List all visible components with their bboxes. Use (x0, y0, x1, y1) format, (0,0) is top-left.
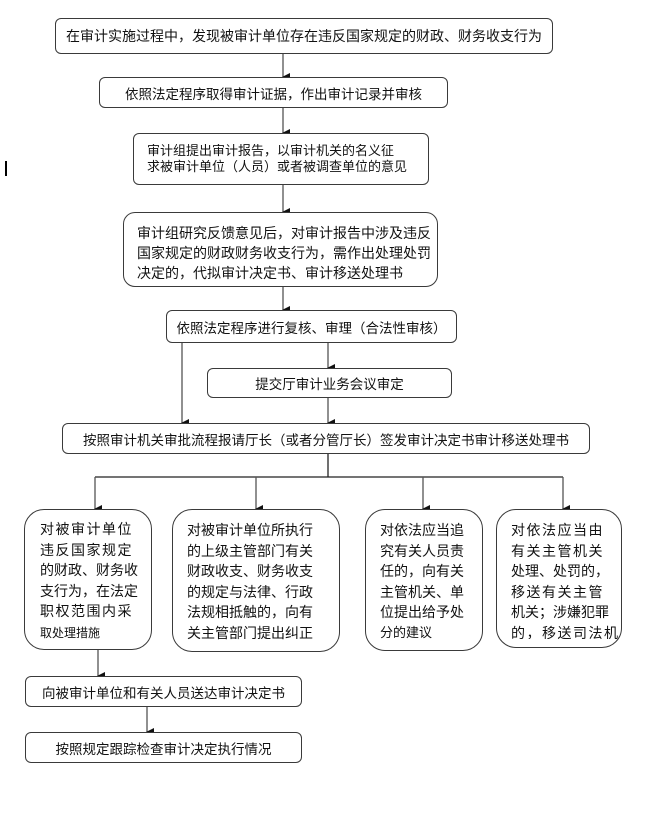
branch-text-line: 取处理措施 (40, 625, 101, 640)
step-text: 提交厅审计业务会议审定 (255, 377, 404, 393)
step-feedback-draft: 审计组研究反馈意见后，对审计报告中涉及违反 国家规定的财政财务收支行为，需作出处… (123, 212, 438, 287)
branch-text-line: 任的，向有关 (380, 564, 464, 580)
step-deliver-decision: 向被审计单位和有关人员送达审计决定书 (25, 676, 302, 707)
step-text-line: 审计组提出审计报告，以审计机关的名义征 (147, 144, 395, 159)
step-text-line: 国家规定的财政财务收支行为，需作出处理处罚 (137, 246, 431, 262)
branch-text-line: 机关；涉嫌犯罪 (511, 605, 609, 621)
step-text: 依照法定程序取得审计证据，作出审计记录并审核 (125, 86, 422, 103)
branch-text-line: 违反国家规定 (40, 542, 133, 559)
text-cursor-icon (5, 161, 7, 176)
step-text: 按照审计机关审批流程报请厅长（或者分管厅长）签发审计决定书审计移送处理书 (83, 432, 569, 449)
branch-text-line: 法规相抵触的，向有 (187, 605, 313, 621)
step-discover-violation: 在审计实施过程中，发现被审计单位存在违反国家规定的财政、财务收支行为 (55, 18, 553, 54)
branch-text-line: 的，移送司法机 (511, 625, 620, 640)
branch-text-line: 的上级主管部门有关 (187, 543, 313, 560)
branch-text-line: 职权范围内采 (40, 604, 133, 620)
step-audit-report: 审计组提出审计报告，以审计机关的名义征 求被审计单位（人员）或者被调查单位的意见 (133, 133, 429, 185)
branch-text-line: 的财政、财务收 (40, 563, 138, 579)
branch-text-line: 关主管部门提出纠正 (187, 625, 313, 642)
branch-text-line: 的规定与法律、行政 (187, 584, 313, 601)
step-follow-up-check: 按照规定跟踪检查审计决定执行情况 (25, 732, 302, 763)
branch-text-line: 对被审计单位所执行 (187, 523, 313, 539)
branch-handle-measures: 对被审计单位 违反国家规定 的财政、财务收 支行为，在法定 职权范围内采 取处理… (24, 509, 152, 650)
branch-text-line: 处理、处罚的， (511, 564, 609, 580)
branch-transfer-judicial: 对依法应当由 有关主管机关 处理、处罚的， 移送有关主管 机关；涉嫌犯罪 的，移… (496, 509, 622, 648)
branch-discipline-suggestion: 对依法应当追 究有关人员责 任的，向有关 主管机关、单 位提出给予处 分的建议 (365, 509, 483, 651)
step-text-line: 决定的，代拟审计决定书、审计移送处理书 (137, 266, 403, 280)
branch-text-line: 究有关人员责 (380, 543, 464, 560)
step-collect-evidence: 依照法定程序取得审计证据，作出审计记录并审核 (99, 77, 448, 108)
step-text: 依照法定程序进行复核、审理（合法性审核） (176, 320, 447, 337)
branch-text-line: 对依法应当由 (511, 523, 604, 539)
step-approval-sign: 按照审计机关审批流程报请厅长（或者分管厅长）签发审计决定书审计移送处理书 (62, 423, 590, 454)
step-text: 在审计实施过程中，发现被审计单位存在违反国家规定的财政、财务收支行为 (66, 29, 542, 45)
step-legal-review: 依照法定程序进行复核、审理（合法性审核） (166, 310, 457, 343)
step-text: 向被审计单位和有关人员送达审计决定书 (42, 685, 285, 702)
branch-text-line: 分的建议 (380, 625, 433, 641)
step-text: 按照规定跟踪检查审计决定执行情况 (55, 741, 272, 758)
branch-text-line: 主管机关、单 (380, 584, 464, 601)
branch-text-line: 有关主管机关 (511, 543, 604, 560)
step-text-line: 求被审计单位（人员）或者被调查单位的意见 (147, 160, 408, 175)
branch-text-line: 移送有关主管 (511, 584, 604, 601)
branch-text-line: 对被审计单位 (40, 522, 133, 538)
step-text-line: 审计组研究反馈意见后，对审计报告中涉及违反 (137, 226, 431, 242)
step-business-meeting: 提交厅审计业务会议审定 (207, 368, 452, 398)
branch-text-line: 位提出给予处 (380, 605, 464, 621)
branch-correct-superior: 对被审计单位所执行 的上级主管部门有关 财政收支、财务收支 的规定与法律、行政 … (172, 509, 340, 652)
branch-text-line: 财政收支、财务收支 (187, 564, 313, 580)
branch-text-line: 支行为，在法定 (40, 583, 138, 600)
branch-text-line: 对依法应当追 (380, 523, 464, 539)
